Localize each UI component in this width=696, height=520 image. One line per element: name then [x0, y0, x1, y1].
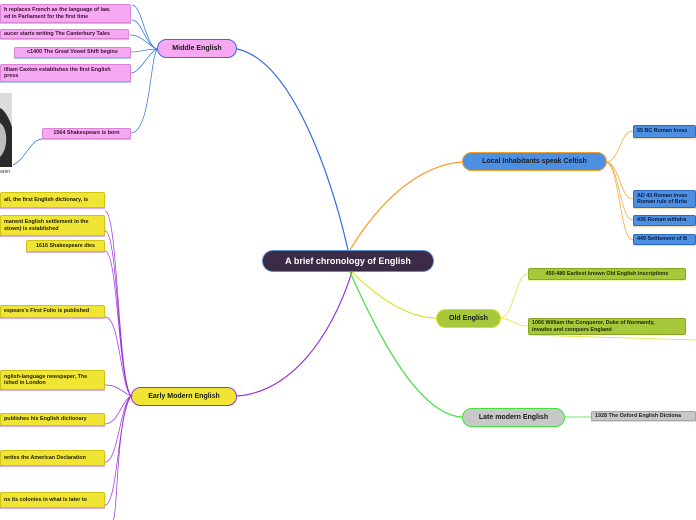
leaf-william-conqueror-line1: 1066 William the Conqueror, Duke of Norm…: [532, 320, 655, 326]
link-early-modern: [236, 271, 353, 397]
leaf-jamestown-line1: manent English settlement in the: [4, 219, 89, 225]
leaf-jamestown-line2: stown) is established: [4, 225, 59, 232]
leaf-caxton-press-line2: press: [4, 73, 19, 79]
leaf-oxford-dictionary[interactable]: 1928 The Oxford English Dictiona: [591, 411, 696, 421]
link-old-english: [351, 271, 437, 319]
leaf-law-language[interactable]: h replaces French as the language of law…: [0, 4, 131, 23]
leaf-roman-invasion-ad43[interactable]: AD 43 Roman Invas Roman rule of Brita: [633, 190, 696, 208]
leaf-settlement[interactable]: 449 Settlement of B: [633, 234, 696, 245]
leaf-old-english-inscriptions-text: 450-480 Earliest known Old English inscr…: [545, 270, 669, 277]
leaf-roman-invasion-55bc[interactable]: 55 BC Roman Invas: [633, 125, 696, 138]
leaf-roman-withdrawal-text: 436 Roman withdra: [637, 217, 687, 224]
leaf-law-language-line1: h replaces French as the language of law…: [4, 7, 111, 13]
leaf-great-vowel-shift[interactable]: c1400 The Great Vowel Shift begins: [14, 47, 131, 58]
leaf-johnson-dictionary[interactable]: publishes his English dictionary: [0, 413, 105, 426]
leaf-roman-invasion-55bc-text: 55 BC Roman Invas: [637, 128, 688, 135]
portrait-illustration: [0, 93, 12, 167]
leaf-canterbury-tales-text: aucer starts writing The Canterbury Tale…: [4, 30, 110, 37]
leaf-roman-withdrawal[interactable]: 436 Roman withdra: [633, 215, 696, 226]
link-local-inhabitants: [349, 161, 463, 251]
topic-local-inhabitants[interactable]: Local Inhabitants speak Celtish: [462, 152, 607, 171]
leaf-shakespeare-born-text: 1564 Shakespeare is born: [53, 130, 120, 137]
leaf-law-language-line2: ed in Parliament for the first time: [4, 13, 89, 20]
leaf-colonies-text: ns its colonies in what is later to: [4, 496, 87, 503]
leaf-first-dictionary[interactable]: all, the first English dictionary, is: [0, 192, 105, 208]
link-middle-english: [236, 48, 349, 251]
leaf-newspaper[interactable]: nglish-language newspaper, The ished in …: [0, 370, 105, 390]
leaf-declaration[interactable]: writes the American Declaration: [0, 450, 105, 466]
leaf-settlement-text: 449 Settlement of B: [637, 236, 688, 243]
portrait-image: [0, 93, 12, 167]
leaf-shakespeare-born[interactable]: 1564 Shakespeare is born: [42, 128, 131, 139]
leaf-roman-invasion-ad43-line1: AD 43 Roman Invas: [637, 192, 688, 199]
leaf-first-folio-text: espeare's First Folio is published: [4, 308, 90, 315]
leaf-colonies[interactable]: ns its colonies in what is later to: [0, 492, 105, 508]
leaf-roman-invasion-ad43-line2: Roman rule of Brita: [637, 199, 688, 205]
leaf-william-conqueror-line2: invades and conquers England: [532, 326, 612, 333]
leaf-old-english-inscriptions[interactable]: 450-480 Earliest known Old English inscr…: [528, 268, 686, 280]
link-late-modern: [349, 271, 463, 418]
leaf-shakespeare-dies[interactable]: 1616 Shakespeare dies: [26, 240, 105, 252]
topic-late-modern-english[interactable]: Late modern English: [462, 408, 565, 427]
leaf-shakespeare-dies-text: 1616 Shakespeare dies: [35, 242, 96, 249]
leaf-william-conqueror[interactable]: 1066 William the Conqueror, Duke of Norm…: [528, 318, 686, 335]
leaf-oxford-dictionary-text: 1928 The Oxford English Dictiona: [595, 412, 681, 419]
leaf-declaration-text: writes the American Declaration: [4, 454, 86, 461]
topic-old-english[interactable]: Old English: [436, 309, 501, 328]
leaf-caxton-press-line1: illiam Caxton establishes the first Engl…: [4, 66, 111, 73]
portrait-caption: aren: [0, 169, 11, 175]
leaf-canterbury-tales[interactable]: aucer starts writing The Canterbury Tale…: [0, 29, 129, 39]
topic-middle-english[interactable]: Middle English: [157, 39, 237, 58]
leaf-first-folio[interactable]: espeare's First Folio is published: [0, 305, 105, 318]
root-node[interactable]: A brief chronology of English: [262, 250, 434, 272]
leaf-jamestown[interactable]: manent English settlement in the stown) …: [0, 215, 105, 236]
leaf-newspaper-line1: nglish-language newspaper, The: [4, 373, 88, 380]
topic-early-modern-english[interactable]: Early Modern English: [131, 387, 237, 406]
leaf-newspaper-line2: ished in London: [4, 380, 46, 386]
leaf-great-vowel-shift-text: c1400 The Great Vowel Shift begins: [27, 49, 118, 56]
leaf-johnson-dictionary-text: publishes his English dictionary: [4, 416, 87, 423]
leaf-caxton-press[interactable]: illiam Caxton establishes the first Engl…: [0, 64, 131, 82]
leaf-first-dictionary-text: all, the first English dictionary, is: [4, 196, 89, 203]
